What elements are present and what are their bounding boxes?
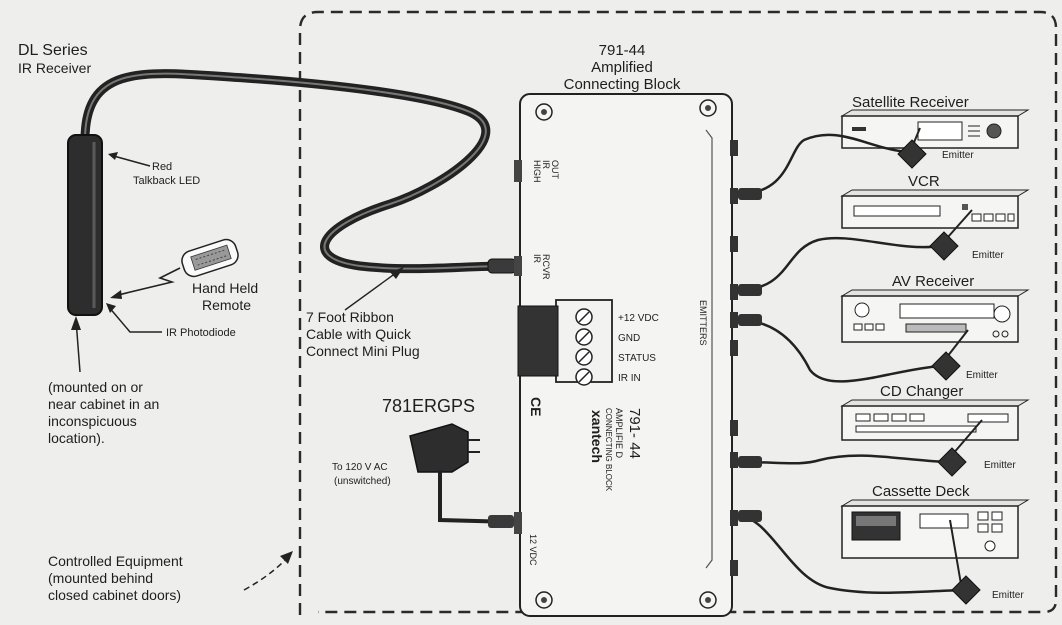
mount-note-arrowhead: [71, 316, 81, 330]
ir-receiver-body: [67, 134, 103, 316]
remote-label-line2: Remote: [202, 297, 251, 313]
ir-signal-zigzag: [113, 267, 181, 297]
equipment-note-line2: (mounted behind: [48, 570, 153, 586]
power-plug: [488, 515, 514, 528]
device-label-vcr: VCR: [908, 173, 940, 190]
device-label-cd-changer: CD Changer: [880, 383, 963, 400]
equipment-note-line3: closed cabinet doors): [48, 587, 181, 603]
emitter-label-cassette: Emitter: [992, 590, 1024, 601]
svg-text:HIGH: HIGH: [532, 160, 542, 183]
ir-rcvr-label: IR RCVR: [532, 254, 551, 280]
device-label-satellite-receiver: Satellite Receiver: [852, 94, 969, 111]
svg-text:IR: IR: [532, 254, 542, 264]
brand-logo: xantech: [589, 410, 605, 463]
svg-text:791- 44: 791- 44: [626, 408, 643, 459]
photodiode-arrowhead: [106, 303, 116, 313]
led-arrowhead: [108, 152, 118, 160]
receiver-subtitle: IR Receiver: [18, 60, 91, 76]
svg-text:12 VDC: 12 VDC: [528, 534, 538, 566]
power-model: 781ERGPS: [382, 396, 475, 416]
svg-text:OUT: OUT: [550, 160, 560, 180]
ir-signal-arrowhead: [110, 290, 122, 299]
av-receiver: [840, 289, 1030, 343]
quick-connect-plug: [487, 258, 517, 274]
satellite-receiver: [840, 109, 1030, 149]
svg-text:AMPLIFIE D: AMPLIFIE D: [614, 408, 624, 459]
svg-text:EMITTERS: EMITTERS: [698, 300, 708, 346]
emitters-label: EMITTERS: [698, 300, 708, 346]
block-title-line2: Amplified: [591, 59, 653, 76]
block-product-text: 791- 44 AMPLIFIE D CONNECTING BLOCK: [604, 408, 643, 492]
svg-text:CONNECTING BLOCK: CONNECTING BLOCK: [604, 408, 613, 492]
led-arrow: [109, 154, 151, 167]
mount-note-line3: inconspicuous: [48, 413, 137, 429]
svg-text:IR: IR: [541, 160, 551, 170]
cabinet-boundary: [298, 10, 1058, 615]
power-note-line1: To 120 V AC: [332, 462, 388, 473]
ribbon-label-pointer: [344, 269, 401, 311]
ir-rcvr-jack: [514, 256, 522, 276]
power-cable: [438, 470, 515, 524]
emitter-label-satellite: Emitter: [942, 150, 974, 161]
terminal-ir-in: IR IN: [618, 373, 641, 384]
vcr: [840, 189, 1030, 229]
power-adapter: [409, 423, 480, 473]
cassette-deck: [840, 499, 1030, 559]
ribbon-label-line2: Cable with Quick: [306, 326, 412, 342]
block-title-line3: Connecting Block: [564, 76, 681, 93]
receiver-title: DL Series: [18, 42, 88, 59]
cd-changer: [840, 399, 1030, 441]
svg-text:RCVR: RCVR: [541, 254, 551, 280]
photodiode-pointer: [107, 305, 162, 333]
remote-label-line1: Hand Held: [192, 280, 258, 296]
terminal-strip: [517, 299, 613, 386]
emitter-label-av: Emitter: [966, 370, 998, 381]
equipment-note-arrow: [243, 554, 291, 591]
ribbon-cable: [80, 69, 515, 274]
mount-note-line2: near cabinet in an: [48, 396, 159, 412]
led-label-line2: Talkback LED: [133, 175, 200, 187]
high-ir-out-jack: [514, 160, 522, 182]
terminal-gnd: GND: [618, 333, 640, 344]
emitter-jacks: [730, 140, 738, 576]
svg-text:xantech: xantech: [589, 410, 605, 463]
ce-mark: CE: [528, 397, 544, 416]
power-note-line2: (unswitched): [334, 476, 391, 487]
emitter-ferrules: [738, 188, 762, 522]
photodiode-label: IR Photodiode: [166, 327, 236, 339]
hand-held-remote: [181, 238, 239, 278]
ribbon-label-line3: Connect Mini Plug: [306, 343, 420, 359]
mount-note-line1: (mounted on or: [48, 379, 143, 395]
ribbon-label-arrowhead: [390, 267, 404, 279]
device-label-av-receiver: AV Receiver: [892, 273, 974, 290]
mount-note-line4: location).: [48, 430, 105, 446]
dc-port-label: 12 VDC: [528, 534, 538, 566]
dc-port-jack: [514, 512, 522, 534]
ribbon-label-line1: 7 Foot Ribbon: [306, 309, 394, 325]
led-label-line1: Red: [152, 161, 172, 173]
emitter-label-cd: Emitter: [984, 460, 1016, 471]
emitter-diamonds: [897, 139, 981, 605]
emitter-label-vcr: Emitter: [972, 250, 1004, 261]
block-title-line1: 791-44: [599, 42, 646, 59]
ribbon-cable-highlight: [84, 72, 511, 270]
terminal-12vdc: +12 VDC: [618, 313, 659, 324]
emitter-cables: [737, 133, 963, 595]
equipment-note-arrowhead: [280, 551, 293, 564]
equipment-note-line1: Controlled Equipment: [48, 553, 183, 569]
device-label-cassette-deck: Cassette Deck: [872, 483, 970, 500]
high-ir-out-label: HIGH IR OUT: [532, 160, 560, 183]
terminal-status: STATUS: [618, 353, 656, 364]
